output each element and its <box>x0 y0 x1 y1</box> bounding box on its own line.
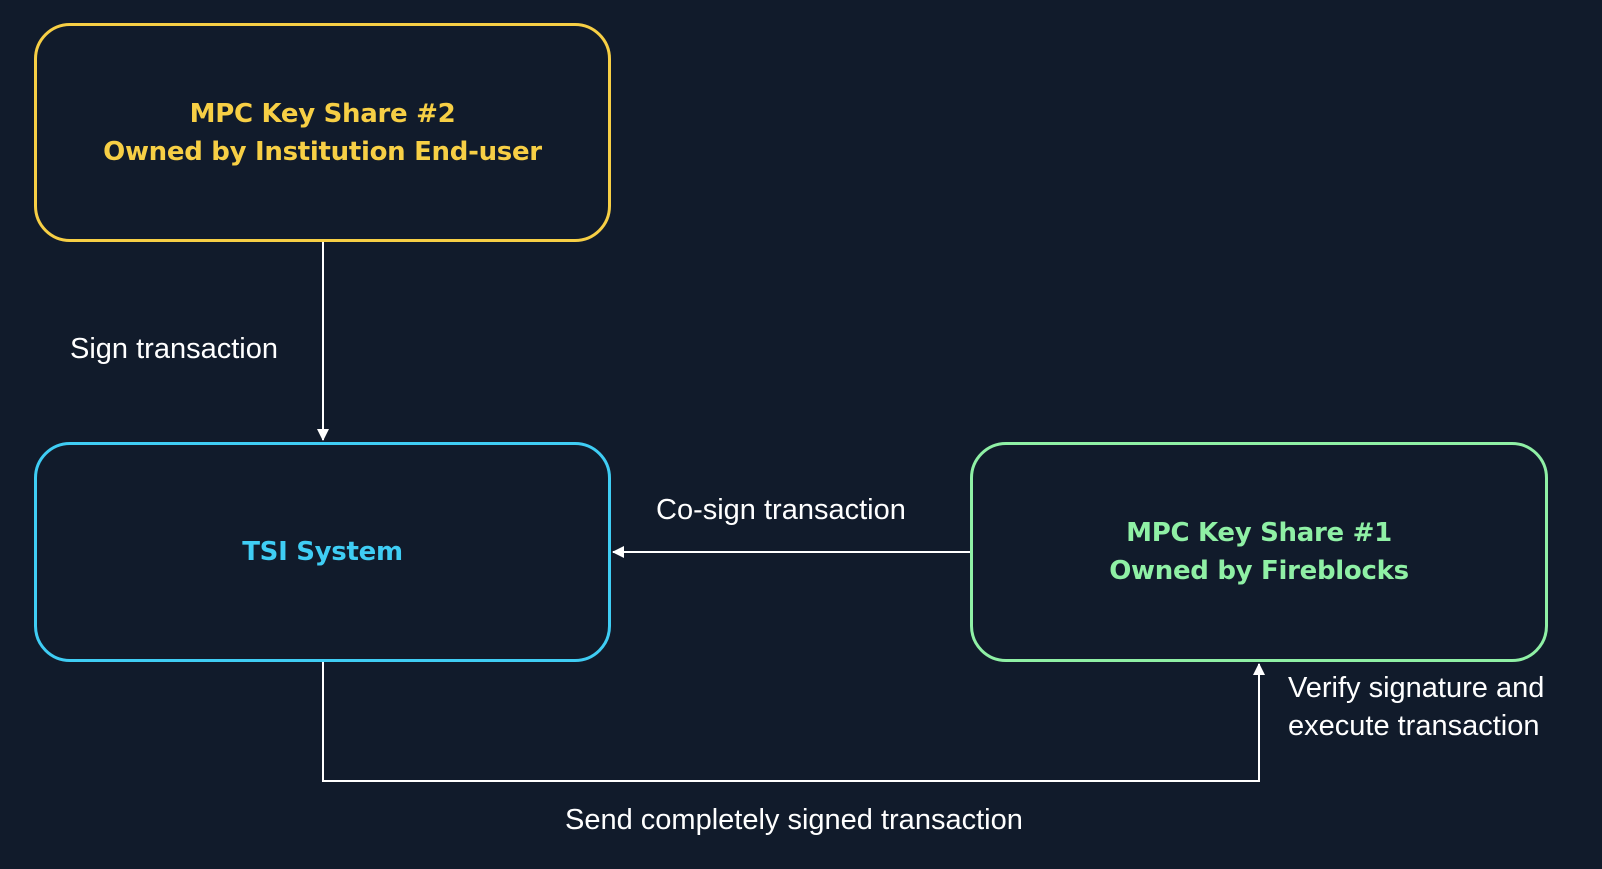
label-verify-line2: execute transaction <box>1288 710 1540 742</box>
node-mpc-key-share-2: MPC Key Share #2 Owned by Institution En… <box>34 23 611 242</box>
node-tsi-system: TSI System <box>34 442 611 662</box>
label-send-signed-transaction: Send completely signed transaction <box>565 804 1023 836</box>
node-key-share-2-title: MPC Key Share #2 <box>189 98 456 129</box>
node-mpc-key-share-1: MPC Key Share #1 Owned by Fireblocks <box>970 442 1548 662</box>
label-sign-transaction: Sign transaction <box>70 333 278 365</box>
node-key-share-2-owner: Owned by Institution End-user <box>103 136 542 167</box>
label-verify-line1: Verify signature and <box>1288 672 1545 704</box>
arrow-send-signed-transaction <box>322 662 1265 782</box>
node-key-share-1-title: MPC Key Share #1 <box>1126 518 1392 548</box>
label-verify-execute: Verify signature and execute transaction <box>1288 669 1588 745</box>
node-key-share-1-owner: Owned by Fireblocks <box>1109 556 1409 586</box>
node-tsi-system-label: TSI System <box>242 537 403 567</box>
label-cosign-transaction: Co-sign transaction <box>656 494 906 526</box>
